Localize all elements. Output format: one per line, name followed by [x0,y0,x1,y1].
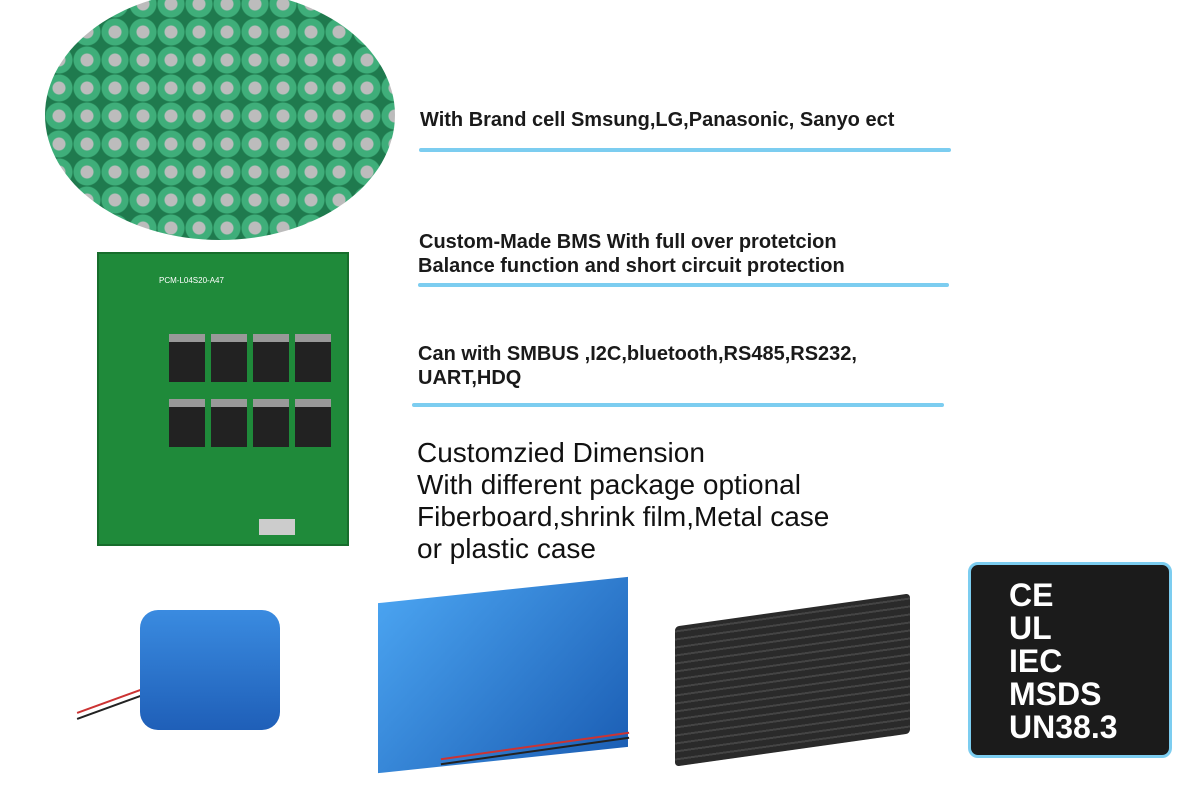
dimension-line: or plastic case [417,533,596,564]
pcb-label: PCM-L04S20-A47 [159,276,224,285]
feature-brand-cells: With Brand cell Smsung,LG,Panasonic, San… [420,109,895,131]
bms-pcb-image: PCM-L04S20-A47 [97,252,349,546]
cert-msds: MSDS [1009,676,1102,712]
dimension-line: Fiberboard,shrink film,Metal case [417,501,830,532]
feature-bms-line2: Balance function and short circuit prote… [418,255,845,277]
feature-comm-line1: Can with SMBUS ,I2C,bluetooth,RS485,RS23… [418,343,857,365]
certification-badge: CE UL IEC MSDS UN38.3 [968,562,1172,758]
shrink-film-pack-small-image [140,610,280,730]
cert-ce: CE [1009,577,1054,613]
feature-bms-line1: Custom-Made BMS With full over protetcio… [419,231,837,253]
divider [412,403,944,407]
cert-un383: UN38.3 [1009,709,1118,745]
dimension-line: With different package optional [417,469,801,500]
feature-comm-line2: UART,HDQ [418,367,522,389]
battery-cells-image [45,0,395,240]
dimension-line: Customzied Dimension [417,437,705,468]
divider [419,148,951,152]
dimension-text: Customzied Dimension With different pack… [417,437,829,565]
metal-case-image [675,593,910,767]
divider [418,283,949,287]
cert-iec: IEC [1009,643,1063,679]
cert-ul: UL [1009,610,1052,646]
